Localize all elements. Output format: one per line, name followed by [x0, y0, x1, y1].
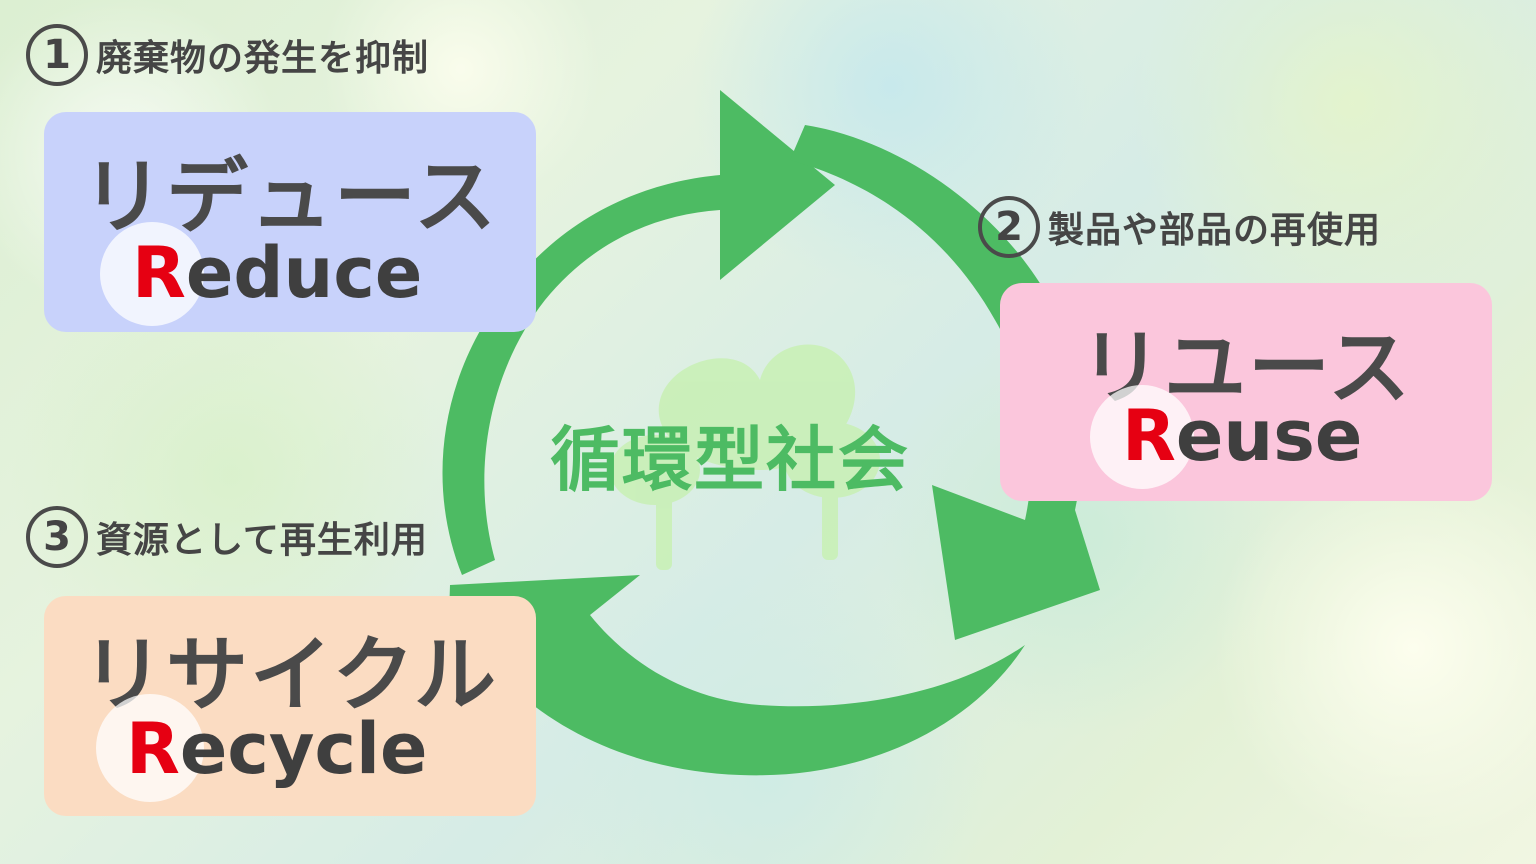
step-2-number: 2 — [978, 196, 1040, 258]
step-1-card: リデュース Reduce — [44, 112, 536, 332]
step-3-number: 3 — [26, 506, 88, 568]
step-3-heading: 3 資源として再生利用 — [26, 506, 428, 568]
step-2-english-initial: R — [1122, 395, 1176, 477]
center-title: 循環型社会 — [550, 419, 910, 501]
arrow-reduce-to-reuse — [442, 90, 835, 575]
step-3-card: リサイクル Recycle — [44, 596, 536, 816]
step-3-heading-text: 資源として再生利用 — [96, 520, 428, 561]
step-1-highlight-dot — [100, 222, 204, 326]
step-1-english-initial: R — [132, 232, 186, 314]
step-3-english-initial: R — [126, 708, 180, 790]
step-3-highlight-dot — [96, 694, 204, 802]
step-2-card: リユース Reuse — [1000, 283, 1492, 501]
step-2-english: Reuse — [1122, 395, 1362, 477]
sprout-icon — [610, 344, 880, 570]
step-2-heading-text: 製品や部品の再使用 — [1048, 210, 1382, 251]
step-2-heading: 2 製品や部品の再使用 — [978, 196, 1381, 258]
step-1-number: 1 — [26, 24, 88, 86]
step-2-english-rest: euse — [1175, 395, 1363, 477]
step-1-heading-text: 廃棄物の発生を抑制 — [96, 38, 430, 79]
step-1-heading: 1 廃棄物の発生を抑制 — [26, 24, 429, 86]
step-2-highlight-dot — [1090, 385, 1194, 489]
step-1-english-rest: educe — [185, 232, 423, 314]
step-3-english-rest: ecycle — [179, 708, 428, 790]
arrow-recycle-to-reduce — [445, 575, 1025, 776]
step-3-english: Recycle — [126, 708, 427, 790]
step-1-english: Reduce — [132, 232, 422, 314]
